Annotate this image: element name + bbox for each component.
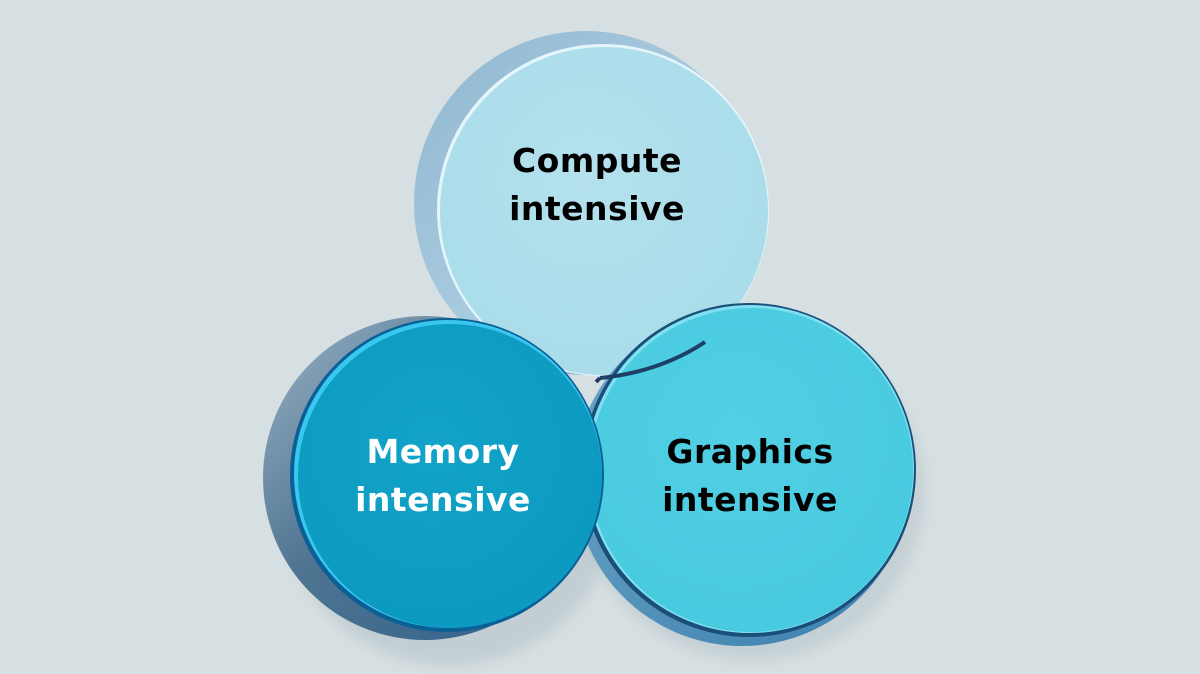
memory-disc xyxy=(263,316,604,640)
memory-line1: Memory xyxy=(366,432,520,471)
compute-disc xyxy=(414,31,769,376)
compute-intensive-label: Compute intensive xyxy=(497,137,697,233)
graphics-intensive-label: Graphics intensive xyxy=(650,428,850,524)
graphics-disc xyxy=(574,303,916,646)
graphics-line2: intensive xyxy=(662,480,838,519)
memory-line2: intensive xyxy=(355,480,531,519)
graphics-line1: Graphics xyxy=(666,432,834,471)
memory-intensive-label: Memory intensive xyxy=(343,428,543,524)
compute-line2: intensive xyxy=(509,189,685,228)
compute-line1: Compute xyxy=(511,141,683,180)
